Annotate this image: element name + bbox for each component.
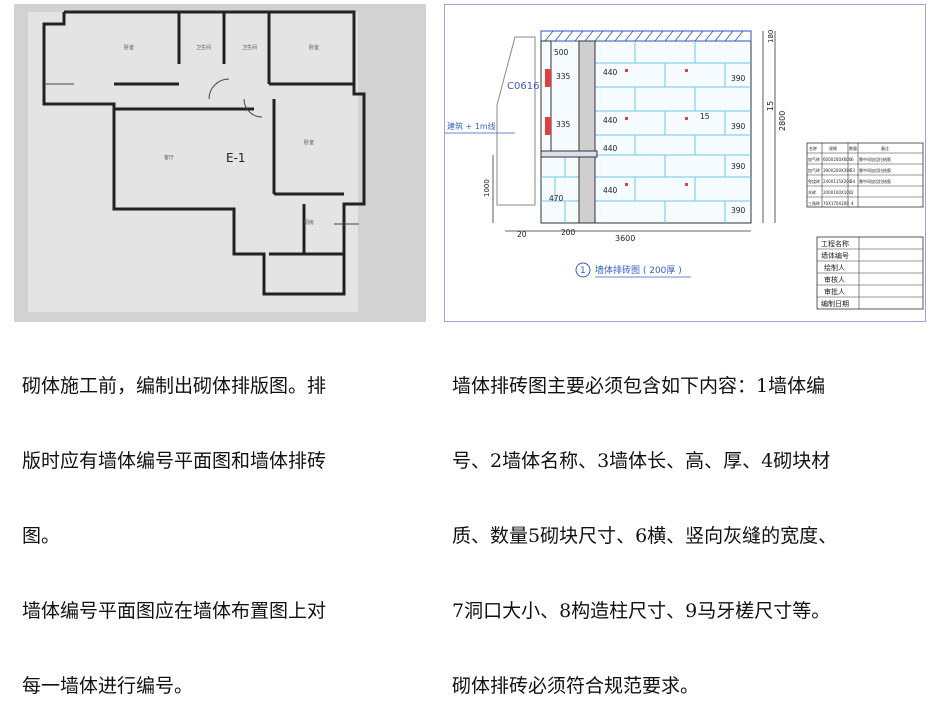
table-cell: 4 <box>851 201 854 206</box>
dim-1000: 1000 <box>483 179 491 197</box>
floor-plan-photo: 卧室 卫生间 卫生间 卧室 客厅 卧室 厨房 E-1 <box>14 4 426 322</box>
dim-390b: 390 <box>731 122 746 131</box>
svg-text:客厅: 客厅 <box>164 154 174 161</box>
svg-text:卧室: 卧室 <box>124 44 134 51</box>
title-block: 工程名称 墙体编号 绘制人 审核人 审批人 编制日期 <box>816 236 924 310</box>
level-label: 建筑 + 1m线 <box>447 121 496 131</box>
brick-layout-drawing: C0616 <box>444 4 926 322</box>
right-caption: 墙体排砖图主要必须包含如下内容：1墙体编 号、2墙体名称、3墙体长、高、厚、4砌… <box>452 324 928 724</box>
left-caption-line: 版时应有墙体编号平面图和墙体排砖 <box>22 450 327 472</box>
table-cell: 三角砖 <box>808 200 820 206</box>
dim-390a: 390 <box>731 74 746 83</box>
floor-plan-drawing: 卧室 卫生间 卫生间 卧室 客厅 卧室 厨房 E-1 <box>14 4 426 322</box>
title-block-drafter: 绘制人 <box>824 263 845 272</box>
dim-390c: 390 <box>731 162 746 171</box>
left-caption-line: 每一墙体进行编号。 <box>22 675 194 697</box>
right-caption-line: 墙体排砖图主要必须包含如下内容：1墙体编 <box>452 375 826 397</box>
table-cell: 34 <box>850 179 856 184</box>
table-cell: 200X100X100 <box>823 190 852 195</box>
dim-3600: 3600 <box>615 234 635 243</box>
table-cell: 需中间加设拉结筋 <box>859 156 891 162</box>
brick-layout-svg: C0616 <box>445 30 924 310</box>
left-caption-line: 图。 <box>22 525 61 547</box>
floor-plan-label: E-1 <box>226 151 246 165</box>
dim-335b: 335 <box>556 120 571 129</box>
table-cell: 23 <box>850 168 856 173</box>
dim-440d: 440 <box>603 144 618 153</box>
right-caption-line: 号、2墙体名称、3墙体长、高、厚、4砌块材 <box>452 450 831 472</box>
dim-200: 200 <box>561 228 576 237</box>
right-caption-line: 质、数量5砌块尺寸、6横、竖向灰缝的宽度、 <box>452 525 838 547</box>
title-block-reviewer: 审核人 <box>824 275 845 284</box>
dim-180: 180 <box>767 30 775 43</box>
svg-text:厨房: 厨房 <box>304 219 314 226</box>
dim-2800: 2800 <box>778 111 787 131</box>
table-header-spec: 规格 <box>829 145 837 151</box>
table-header-name: 名称 <box>809 145 817 151</box>
svg-text:卫生间: 卫生间 <box>242 44 257 51</box>
dim-390d: 390 <box>731 206 746 215</box>
dim-15-vert: 15 <box>766 101 775 111</box>
table-cell: 需中间加设拉结筋 <box>859 178 891 184</box>
table-cell: 加气砖 <box>808 156 820 162</box>
title-block-project: 工程名称 <box>821 239 849 248</box>
table-cell: 需中间加设拉结筋 <box>859 167 891 173</box>
table-cell: 免烧砖 <box>808 178 820 184</box>
table-cell: 600X200X600 <box>823 157 852 162</box>
svg-text:卧室: 卧室 <box>309 44 319 51</box>
dim-470: 470 <box>549 194 564 203</box>
title-block-approver: 审批人 <box>824 287 845 296</box>
table-cell: 6 <box>851 157 854 162</box>
dim-500: 500 <box>554 48 569 57</box>
title-block-wall-no: 墙体编号 <box>821 251 849 260</box>
svg-text:卧室: 卧室 <box>304 139 314 146</box>
dim-440b: 440 <box>603 116 618 125</box>
title-block-date: 编制日期 <box>821 299 849 308</box>
table-header-note: 备注 <box>881 145 889 151</box>
table-cell: 加气砖 <box>808 167 820 173</box>
dim-440c: 440 <box>603 186 618 195</box>
table-cell: 240X115X200 <box>823 179 852 184</box>
table-cell: 70X170X200 <box>823 201 849 206</box>
dim-440a: 440 <box>603 68 618 77</box>
material-table: 名称 规格 数量 备注 加气砖 600X200X600 6 需中间加设拉结筋 加… <box>806 142 924 208</box>
right-caption-line: 砌体排砖必须符合规范要求。 <box>452 675 700 697</box>
dim-15: 15 <box>700 112 710 121</box>
right-caption-line: 7洞口大小、8构造柱尺寸、9马牙槎尺寸等。 <box>452 600 831 622</box>
left-caption-line: 砌体施工前，编制出砌体排版图。排 <box>22 375 327 397</box>
window-label: C0616 <box>507 81 539 92</box>
table-cell: 木砖 <box>808 189 816 195</box>
dim-335a: 335 <box>556 72 571 81</box>
caption-circle-number: 1 <box>580 266 586 276</box>
table-cell: 390X200X390 <box>823 168 852 173</box>
table-cell: 2 <box>851 190 854 195</box>
drawing-caption: 墙体排砖图 ( 200厚 ) <box>595 264 682 276</box>
dim-20: 20 <box>517 230 527 239</box>
left-caption: 砌体施工前，编制出砌体排版图。排 版时应有墙体编号平面图和墙体排砖 图。 墙体编… <box>22 324 422 724</box>
table-header-qty: 数量 <box>849 145 857 151</box>
left-caption-line: 墙体编号平面图应在墙体布置图上对 <box>22 600 327 622</box>
svg-text:卫生间: 卫生间 <box>196 44 211 51</box>
